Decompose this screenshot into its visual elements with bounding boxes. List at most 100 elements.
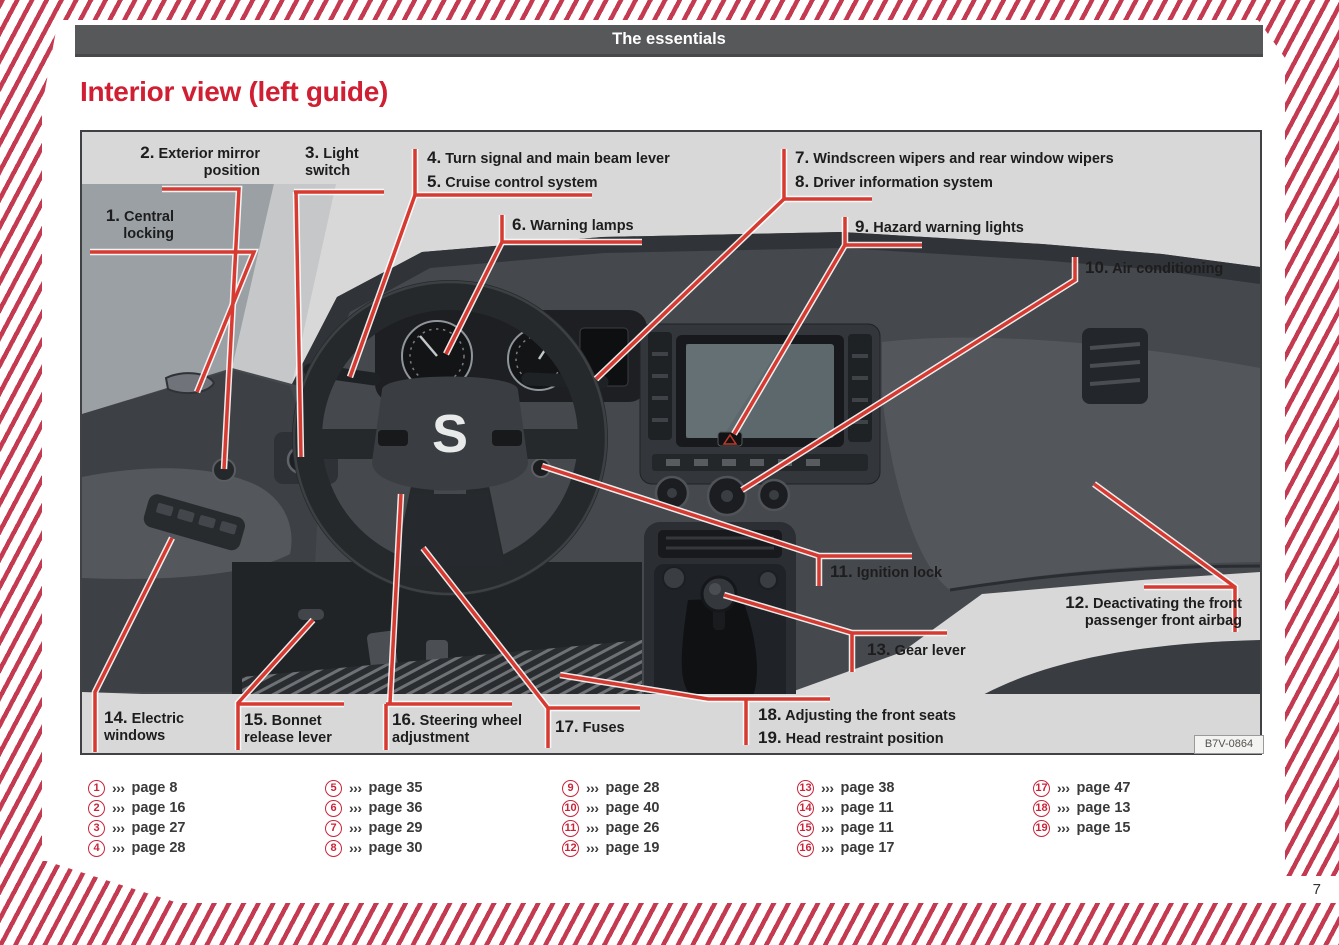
- ref-circle: 2: [88, 799, 105, 817]
- callout-label-2: 2. Exterior mirror position: [140, 143, 260, 180]
- reference-column-1: 1›››page 8 2›››page 16 3›››page 27 4›››p…: [88, 778, 186, 858]
- ref-circle: 14: [797, 799, 814, 817]
- reference-item: 8›››page 30: [325, 838, 423, 858]
- ref-page: page 8: [131, 780, 178, 796]
- ref-circle: 11: [562, 819, 579, 837]
- ref-arrow-icon: ›››: [349, 840, 362, 856]
- ref-arrow-icon: ›››: [112, 800, 125, 816]
- ref-arrow-icon: ›››: [821, 820, 834, 836]
- reference-column-5: 17 ››› page 47 18 ››› page 13 19 ››› page 15: [1033, 778, 1131, 838]
- ref-arrow-icon: ›››: [1057, 820, 1070, 836]
- wheel-button-right: [492, 430, 522, 446]
- ref-page: page 28: [605, 780, 660, 796]
- callout-label-14: 14. Electric windows: [104, 708, 185, 745]
- ref-circle: 9: [562, 779, 579, 797]
- ref-circle: 17: [1033, 779, 1050, 797]
- reference-item: 17 ››› page 47: [1033, 778, 1131, 798]
- ref-circle: 3: [88, 819, 105, 837]
- ref-circle: 15: [797, 819, 814, 837]
- callout-label-8: 8. Driver information system: [795, 172, 993, 191]
- interior-view-figure: S: [80, 130, 1264, 755]
- center-vent-right: [848, 334, 872, 442]
- window-switches: [143, 494, 246, 551]
- callout-label-12: 12. Deactivating the front passenger fro…: [1065, 593, 1242, 630]
- ref-page: page 38: [840, 780, 895, 796]
- reference-column-2: 5›››page 35 6›››page 36 7›››page 29 8›››…: [325, 778, 423, 858]
- callout-label-15: 15. Bonnet release lever: [244, 710, 332, 747]
- ref-circle: 16: [797, 839, 814, 857]
- callout-label-10: 10. Air conditioning: [1085, 258, 1224, 277]
- steering-column: [396, 494, 504, 566]
- ref-circle: 13: [797, 779, 814, 797]
- page-title: Interior view (left guide): [80, 76, 389, 107]
- ref-circle: 10: [562, 799, 579, 817]
- ref-page: page 19: [605, 840, 660, 856]
- callout-label-5: 5. Cruise control system: [427, 172, 598, 191]
- ref-page: page 36: [368, 800, 423, 816]
- ref-circle: 12: [562, 839, 579, 857]
- ref-arrow-icon: ›››: [821, 840, 834, 856]
- callout-label-18: 18. Adjusting the front seats: [758, 705, 956, 724]
- a-pillar: [232, 184, 336, 384]
- ref-page: page 11: [840, 800, 894, 816]
- callout-label-3: 3. Light switch: [305, 143, 359, 180]
- reference-item: 5›››page 35: [325, 778, 423, 798]
- callout-label-11: 11. Ignition lock: [830, 562, 943, 581]
- callout-label-16: 16. Steering wheel adjustment: [392, 710, 523, 747]
- floor-mat: [242, 640, 642, 694]
- console-button-right: [758, 570, 778, 590]
- ref-arrow-icon: ›››: [1057, 780, 1070, 796]
- ref-circle: 19: [1033, 819, 1050, 837]
- callout-label-17: 17. Fuses: [555, 717, 625, 736]
- callout-label-6: 6. Warning lamps: [512, 215, 634, 234]
- ref-page: page 40: [605, 800, 660, 816]
- header-title: The essentials: [612, 30, 726, 48]
- callout-lines: [90, 149, 1237, 752]
- callout-label-4: 4. Turn signal and main beam lever: [427, 148, 670, 167]
- reference-item: 15 ››› page 11: [797, 818, 895, 838]
- reference-item: 10›››page 40: [562, 798, 660, 818]
- seat-logo: S: [432, 404, 468, 464]
- hazard-button: [717, 431, 743, 447]
- reference-column-4: 13 ››› page 38 14 ››› page 11 15 ››› page 11 1…: [797, 778, 895, 858]
- ref-arrow-icon: ›››: [1057, 800, 1070, 816]
- reference-item: 12 ››› page 19: [562, 838, 660, 858]
- ref-arrow-icon: ›››: [112, 780, 125, 796]
- ref-page: page 28: [131, 840, 186, 856]
- ref-arrow-icon: ›››: [586, 820, 599, 836]
- ref-page: page 27: [131, 820, 186, 836]
- ref-circle: 18: [1033, 799, 1050, 817]
- ref-page: page 35: [368, 780, 423, 796]
- image-code-badge: B7V-0864: [1194, 735, 1264, 754]
- ref-arrow-icon: ›››: [112, 820, 125, 836]
- reference-item: 18 ››› page 13: [1033, 798, 1131, 818]
- ref-page: page 15: [1076, 820, 1131, 836]
- header-bar: The essentials: [75, 25, 1263, 57]
- ref-arrow-icon: ›››: [586, 780, 599, 796]
- ref-arrow-icon: ›››: [112, 840, 125, 856]
- ref-arrow-icon: ›››: [349, 780, 362, 796]
- ref-arrow-icon: ›››: [821, 780, 834, 796]
- reference-column-3: 9›››page 28 10›››page 40 11›››page 26 12…: [562, 778, 660, 858]
- glovebox-seam: [949, 564, 1260, 592]
- reference-item: 3 ››› page 27: [88, 818, 186, 838]
- ref-page: page 29: [368, 820, 423, 836]
- reference-item: 11 ››› page 26: [562, 818, 660, 838]
- reference-item: 4›››page 28: [88, 838, 186, 858]
- page-number: 7: [1278, 876, 1339, 903]
- ref-arrow-icon: ›››: [821, 800, 834, 816]
- ref-page: page 26: [605, 820, 660, 836]
- dashboard-illustration: S: [82, 132, 1260, 753]
- ref-page: page 47: [1076, 780, 1131, 796]
- ref-page: page 16: [131, 800, 186, 816]
- ref-arrow-icon: ›››: [586, 840, 599, 856]
- reference-item: 19 ››› page 15: [1033, 818, 1131, 838]
- ref-circle: 8: [325, 839, 342, 857]
- reference-item: 13 ››› page 38: [797, 778, 895, 798]
- ref-page: page 13: [1076, 800, 1131, 816]
- console-button-left: [662, 566, 686, 590]
- ref-page: page 11: [840, 820, 894, 836]
- center-vent-left: [648, 332, 672, 440]
- passenger-dash-panel: [882, 337, 1260, 590]
- ref-arrow-icon: ›››: [349, 820, 362, 836]
